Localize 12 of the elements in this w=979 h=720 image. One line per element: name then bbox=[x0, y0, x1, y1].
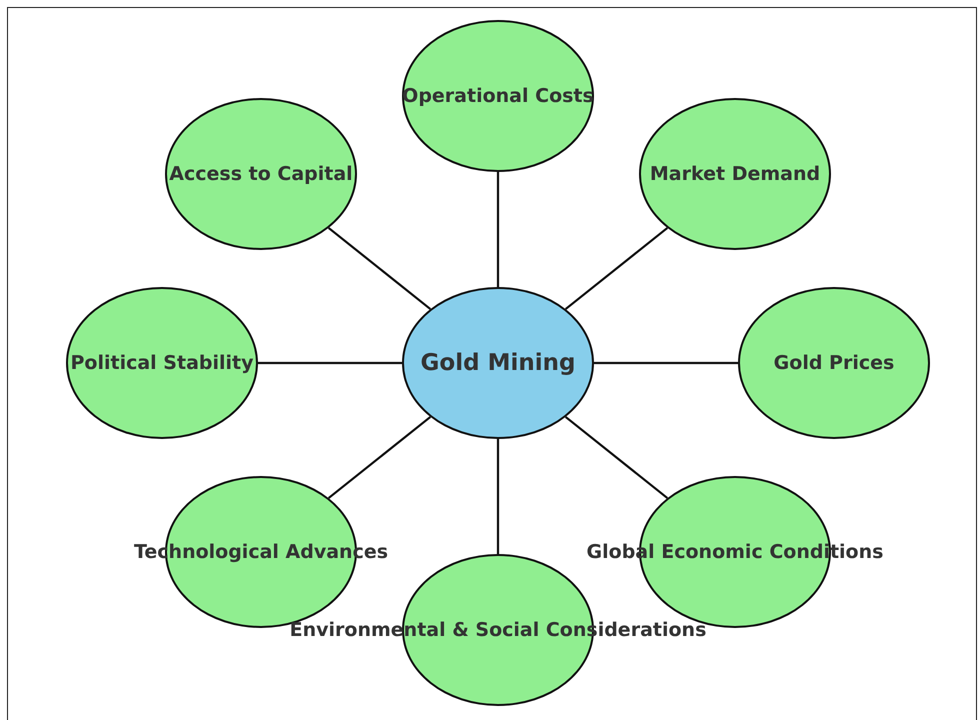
connector-line bbox=[328, 416, 432, 499]
node-label: Market Demand bbox=[650, 163, 820, 185]
connector-line bbox=[564, 227, 668, 310]
connector-line bbox=[496, 172, 500, 287]
connector-line bbox=[564, 416, 668, 499]
node-label: Gold Mining bbox=[420, 350, 576, 376]
node-label: Political Stability bbox=[70, 352, 254, 374]
node-label: Access to Capital bbox=[169, 163, 353, 185]
connector-line bbox=[594, 362, 738, 364]
connector-line bbox=[328, 227, 432, 310]
connector-line bbox=[496, 439, 500, 554]
node-label: Gold Prices bbox=[774, 352, 894, 374]
